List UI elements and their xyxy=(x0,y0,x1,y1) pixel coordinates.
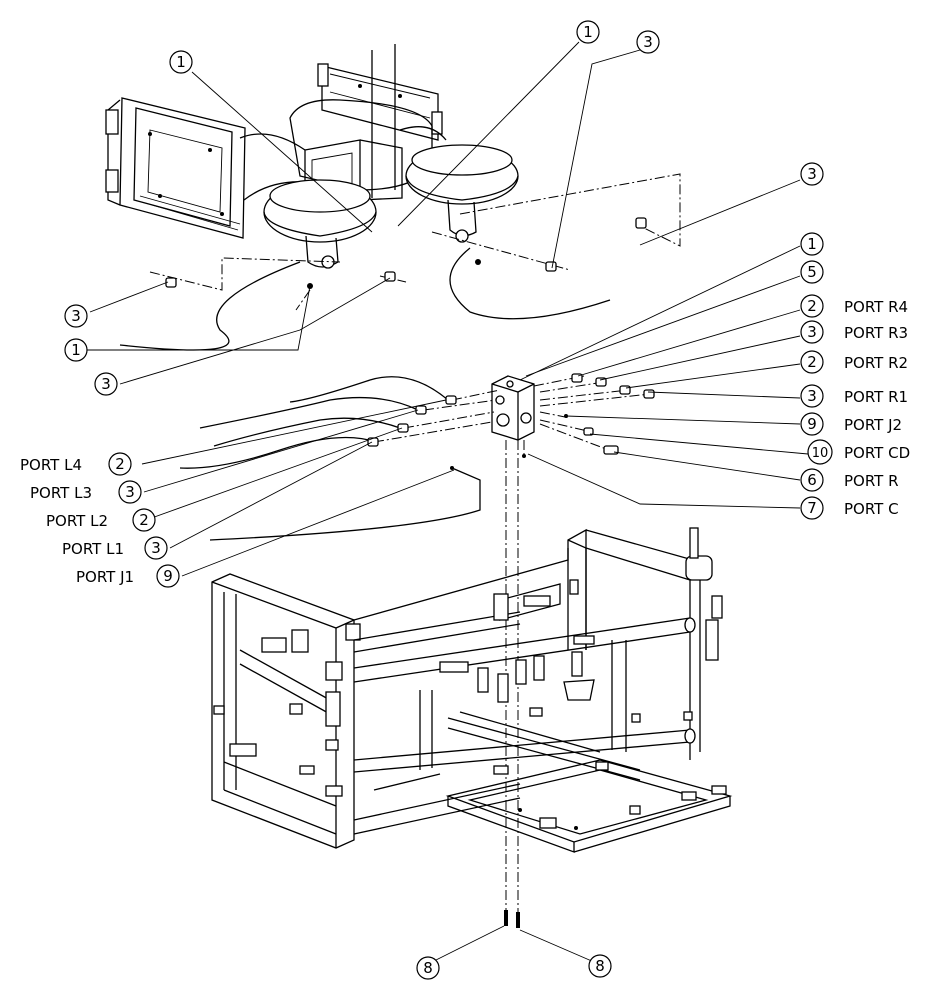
mounting-bolts xyxy=(504,910,520,928)
port-l4-label: PORT L4 xyxy=(20,456,82,474)
callout-number: 3 xyxy=(101,375,111,393)
hose-right-upper xyxy=(449,247,611,320)
left-mounting-bracket xyxy=(105,97,246,239)
callout-2-port-r2: 2 xyxy=(800,350,824,374)
callout-number: 5 xyxy=(807,263,817,281)
seat-pedestal xyxy=(239,99,447,209)
callout-number: 9 xyxy=(163,567,173,585)
fitting-upper-right xyxy=(475,217,647,272)
callout-6-port-r: 6 xyxy=(800,468,824,492)
callout-8-right-bolt: 8 xyxy=(588,954,612,978)
callout-number: 3 xyxy=(643,33,653,51)
port-r-label: PORT R xyxy=(844,472,899,490)
callout-1-upper-left: 1 xyxy=(169,50,193,74)
callout-number: 2 xyxy=(807,353,817,371)
callout-number: 2 xyxy=(115,455,125,473)
callout-3-port-r1: 3 xyxy=(800,384,824,408)
callout-9-port-j1: 9 xyxy=(156,564,180,588)
callout-3-port-l1: 3 xyxy=(144,536,168,560)
callout-number: 1 xyxy=(176,53,186,71)
callout-number: 8 xyxy=(423,959,433,977)
left-seat-cushion xyxy=(263,179,377,269)
port-l1-label: PORT L1 xyxy=(62,540,124,558)
callout-3-far-right: 3 xyxy=(800,162,824,186)
leader-lines xyxy=(86,41,809,963)
callout-number: 6 xyxy=(807,471,817,489)
callout-number: 7 xyxy=(807,499,817,517)
callout-number: 2 xyxy=(139,511,149,529)
callout-number: 8 xyxy=(595,957,605,975)
callout-number: 3 xyxy=(151,539,161,557)
axis-right-far xyxy=(459,173,681,247)
right-mounting-bracket xyxy=(317,63,443,141)
port-j2-label: PORT J2 xyxy=(844,416,902,434)
callout-1-upper-center: 1 xyxy=(576,20,600,44)
callout-3-port-r3: 3 xyxy=(800,320,824,344)
fitting-upper-center xyxy=(307,271,396,289)
port-labels: PORT R4 PORT R3 PORT R2 PORT R1 PORT J2 … xyxy=(20,298,910,586)
port-r3-label: PORT R3 xyxy=(844,324,908,342)
callout-number: 3 xyxy=(71,307,81,325)
callout-2-port-l2: 2 xyxy=(132,508,156,532)
callout-2-port-l4: 2 xyxy=(108,452,132,476)
callout-5: 5 xyxy=(800,260,824,284)
manifold-hoses xyxy=(179,376,481,541)
port-r4-label: PORT R4 xyxy=(844,298,908,316)
callout-number: 3 xyxy=(807,387,817,405)
callout-3-upper-right: 3 xyxy=(636,30,660,54)
callout-9-port-j2: 9 xyxy=(800,412,824,436)
callout-1-left-lower: 1 xyxy=(64,338,88,362)
upper-seat-assembly xyxy=(105,44,681,351)
callout-1-right: 1 xyxy=(800,232,824,256)
callout-bubbles: 1 1 3 3 3 1 3 1 5 2 3 2 3 9 10 6 7 2 3 2… xyxy=(64,20,833,980)
callout-2-port-r4: 2 xyxy=(800,294,824,318)
callout-number: 1 xyxy=(807,235,817,253)
callout-3-left: 3 xyxy=(64,304,88,328)
lower-frame xyxy=(211,527,733,853)
callout-8-left-bolt: 8 xyxy=(416,956,440,980)
right-seat-cushion xyxy=(405,144,519,243)
callout-number: 3 xyxy=(807,165,817,183)
callout-number: 1 xyxy=(583,23,593,41)
port-r1-label: PORT R1 xyxy=(844,388,908,406)
callout-number: 3 xyxy=(125,483,135,501)
callout-number: 9 xyxy=(807,415,817,433)
port-cd-label: PORT CD xyxy=(844,444,910,462)
axis-left-fitting xyxy=(149,257,341,291)
callout-10-port-cd: 10 xyxy=(807,439,833,465)
callout-number: 2 xyxy=(807,297,817,315)
axis-hose-left xyxy=(295,289,311,311)
port-c-label: PORT C xyxy=(844,500,899,518)
port-j1-label: PORT J1 xyxy=(76,568,134,586)
axis-right-fitting xyxy=(431,231,571,271)
callout-number: 1 xyxy=(71,341,81,359)
port-r2-label: PORT R2 xyxy=(844,354,908,372)
callout-7-port-c: 7 xyxy=(800,496,824,520)
callout-3-port-l3: 3 xyxy=(118,480,142,504)
hose-left-upper xyxy=(119,261,301,351)
manifold-block xyxy=(491,375,535,441)
callout-number: 3 xyxy=(807,323,817,341)
port-l3-label: PORT L3 xyxy=(30,484,92,502)
callout-3-left-hose: 3 xyxy=(94,372,118,396)
callout-number: 10 xyxy=(812,446,829,461)
port-l2-label: PORT L2 xyxy=(46,512,108,530)
